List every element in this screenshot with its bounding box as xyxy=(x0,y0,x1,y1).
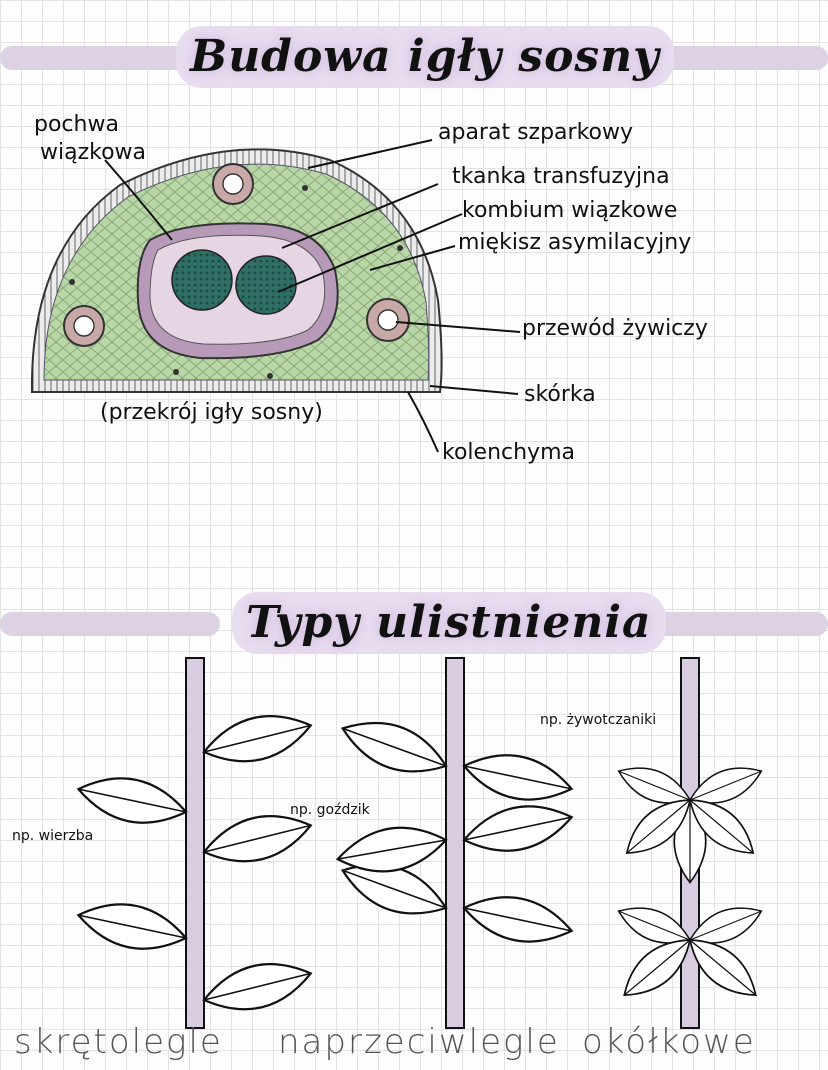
vascular-bundle-left xyxy=(171,249,233,311)
label-przewod-zywiczy: przewód żywiczy xyxy=(522,316,708,341)
type-label-alternate: skrętolegle xyxy=(14,1022,223,1062)
example-wierzba: np. wierzba xyxy=(12,828,94,844)
label-tkanka-transfuzyjna: tkanka transfuzyjna xyxy=(452,164,670,189)
example-zywotczaniki: np. żywotczaniki xyxy=(540,712,657,728)
label-wiazkowa: wiązkowa xyxy=(40,140,147,165)
title-band-left xyxy=(0,46,190,70)
label-skorka: skórka xyxy=(524,382,596,407)
stem-alternate xyxy=(185,657,205,1029)
label-kombium-wiazkowe: kombium wiązkowe xyxy=(462,198,678,223)
section-title-needle: Budowa igły sosny xyxy=(176,26,674,88)
label-kolenchyma: kolenchyma xyxy=(442,440,575,465)
type-label-opposite: naprzeciwlegle xyxy=(278,1022,560,1062)
resin-ducts xyxy=(63,163,410,347)
section-title-leaf-arrangement: Typy ulistnienia xyxy=(232,592,666,654)
example-gozdzik: np. goździk xyxy=(290,802,370,818)
label-leader-lines xyxy=(104,139,521,453)
figure-caption: (przekrój igły sosny) xyxy=(100,400,323,425)
label-pochwa: pochwa xyxy=(34,112,119,137)
label-miekisz-asymilacyjny: miękisz asymilacyjny xyxy=(458,230,692,255)
type-label-whorled: okółkowe xyxy=(582,1022,756,1062)
stem-opposite xyxy=(445,657,465,1029)
title-band-left-2 xyxy=(0,612,220,636)
label-aparat-szparkowy: aparat szparkowy xyxy=(438,120,634,145)
